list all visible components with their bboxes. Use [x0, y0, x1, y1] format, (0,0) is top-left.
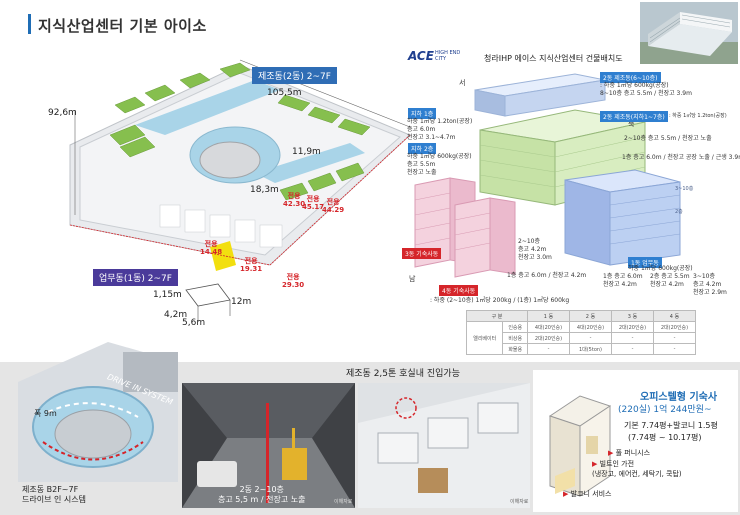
note-top2: 8~10층 층고 5.5m / 천장고 3.9m: [600, 90, 692, 97]
tag-mfg-6-10: 2동 제조동(6~10층): [600, 72, 661, 83]
page-title: 지식산업센터 기본 아이소: [38, 17, 207, 35]
table-cell: 2대(20인승): [526, 332, 570, 344]
note-office-load: 하중 1㎡당 600kg(공장): [628, 265, 693, 272]
table-row: 화물용 - 1대(5ton) - -: [467, 343, 697, 355]
tag-office: 1동 업무동: [628, 257, 662, 268]
table-cell: -: [610, 343, 654, 355]
table-cell: -: [652, 343, 697, 355]
aerial-photo: [640, 2, 738, 64]
dim-top: 105,5m: [267, 88, 302, 98]
table-header: 1 동: [526, 310, 570, 322]
table-row: 엘리베이터 인승용 4대(20인승) 4대(20인승) 2대(20인승) 2대(…: [465, 321, 697, 355]
dorm-subtitle: (220실) 1억 244만원~: [618, 405, 712, 415]
center-heading: 제조동 2,5톤 호실내 진입가능: [346, 369, 460, 379]
dim-small4: 5,6m: [182, 318, 206, 328]
interior-photo-forklift: [182, 383, 355, 508]
direction-north: 북: [628, 120, 635, 128]
office-building-label: 업무동(1동) 2~7F: [93, 269, 178, 286]
title-accent-bar: [28, 14, 31, 34]
diagram-title: 청라IHP 에이스 지식산업센터 건물배치도: [484, 54, 623, 63]
table-header-row: 구 분 1 동 2 동 3 동 4 동: [466, 310, 697, 322]
table-cell: 2대(20인승): [652, 321, 697, 333]
dorm-item-appliances: ▶ 빌트인 가전(냉장고, 에어컨, 세탁기, 쿡탑): [592, 460, 682, 478]
arrow-icon: ▶: [608, 449, 614, 457]
dorm-item-furnished: ▶ 풀 퍼니시스: [608, 449, 651, 457]
table-header: 구 분: [466, 310, 528, 322]
note-mid-right2: 2~10층 층고 5.5m / 천장고 노출: [624, 135, 712, 142]
arrow-icon: ▶: [563, 490, 569, 498]
table-header: 4 동: [652, 310, 697, 322]
table-row-group: 엘리베이터: [465, 321, 504, 355]
note-top1: : 하중 1㎡당 600kg(공장): [600, 82, 669, 89]
table-row: 비상용 2대(20인승) - - -: [467, 332, 697, 344]
table-cell: 4대(20인승): [568, 321, 612, 333]
dim-left: 92,6m: [48, 108, 77, 118]
tag-b2: 지하 2층: [408, 143, 437, 154]
building-layout-diagram: [414, 73, 681, 278]
ace-logo-sub: HIGH END CITY: [435, 50, 461, 62]
table-header: 2 동: [568, 310, 612, 322]
dim-small2: 12m: [231, 297, 252, 307]
note-dorm-bottom: : 하중 (2~10층) 1㎡당 200kg / (1층) 1㎡당 600kg: [430, 297, 570, 304]
interior-photo-room: [358, 383, 530, 508]
photo-credit-1: 이해자료: [334, 499, 353, 505]
tag-dorm4: 4동 기숙사동: [439, 285, 479, 296]
dim-mid2: 18,3m: [250, 185, 279, 195]
tag-dorm3: 3동 기숙사동: [402, 248, 442, 259]
ramp-width-label: 폭 9m: [34, 409, 57, 418]
unit-dimension-diagram: [185, 283, 231, 322]
dorm-item-balcony: ▶ 발코니 서비스: [563, 490, 612, 498]
photo-credit-2: 이해자료: [510, 499, 529, 505]
floor-mark-upper: 3~10층: [675, 186, 694, 192]
tag-mfg-b1-7: 2동 제조동(지하1~7층): [600, 111, 668, 122]
table-cell: 화물용: [502, 343, 528, 355]
table-header: 3 동: [610, 310, 654, 322]
manufacturing-building-label: 제조동(2동) 2~7F: [252, 67, 337, 84]
dorm-spec2: (7.74평 ~ 10.17평): [628, 433, 702, 442]
note-dorm-floor1: 1층 층고 6.0m / 천장고 4.2m: [507, 272, 587, 279]
ace-logo: ACE: [408, 49, 434, 63]
direction-south: 남: [409, 275, 416, 283]
direction-west: 서: [459, 79, 466, 87]
table-cell: 인승용: [502, 321, 528, 333]
table-cell: -: [610, 332, 654, 344]
isometric-floor-plan: [69, 59, 411, 271]
dim-mid1: 11,9m: [292, 147, 321, 157]
arrow-icon: ▶: [592, 460, 598, 468]
table-cell: 비상용: [502, 332, 528, 344]
tag-b1: 지하 1층: [408, 108, 437, 119]
drive-in-render: [18, 342, 178, 482]
dim-small1: 1,15m: [153, 290, 182, 300]
dormitory-unit-render: [548, 395, 612, 497]
floor-mark-2f: 2층: [675, 209, 683, 215]
dorm-title: 오피스텔형 기숙사: [640, 392, 718, 403]
dorm-spec1: 기본 7.74평+발코니 1.5평: [624, 421, 718, 430]
elevator-table: 구 분 1 동 2 동 3 동 4 동 엘리베이터 인승용 4대(20인승) 4…: [465, 310, 697, 355]
table-cell: -: [568, 332, 612, 344]
table-cell: 2대(20인승): [610, 321, 654, 333]
note-mid-right3: 1층 층고 6.0m / 천장고 공장 노출 / 근생 3.9m: [622, 154, 740, 161]
table-cell: 1대(5ton): [568, 343, 612, 355]
table-cell: -: [526, 343, 570, 355]
table-cell: 4대(20인승): [526, 321, 570, 333]
table-cell: -: [652, 332, 697, 344]
dim-small3: 4,2m: [164, 310, 188, 320]
note-mid-right: : 하중 1㎡당 1.2ton(공장): [669, 113, 727, 119]
